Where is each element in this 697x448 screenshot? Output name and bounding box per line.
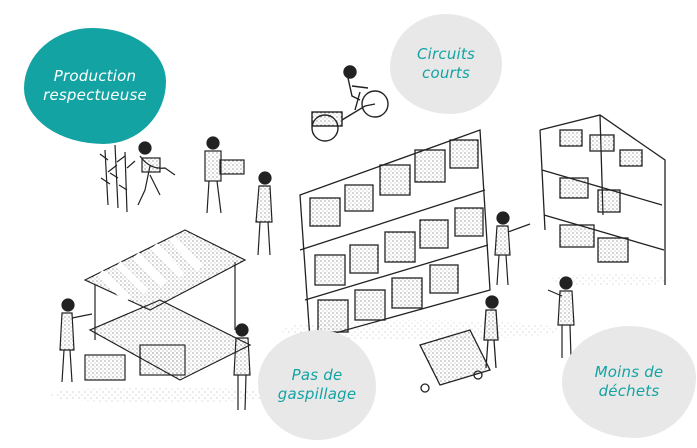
market-stall-icon: [83, 229, 252, 381]
pas-de-gaspillage-badge: Pas de gaspillage: [258, 330, 376, 440]
production-respectueuse-badge: Production respectueuse: [24, 28, 166, 144]
farmer-planting-icon: [99, 141, 176, 213]
worker-with-crate-icon: [204, 136, 245, 214]
production-badge-line2: respectueuse: [43, 86, 147, 104]
right-shelf-icon: [539, 114, 666, 285]
dechets-badge-line2: déchets: [598, 382, 660, 400]
gaspillage-badge-line1: Pas de: [291, 366, 343, 385]
circuits-badge-line1: Circuits: [416, 45, 476, 64]
gaspillage-badge-line2: gaspillage: [277, 385, 357, 403]
circuits-badge-line2: courts: [422, 64, 470, 82]
hand-truck-icon: [419, 295, 499, 393]
circuits-courts-badge: Circuits courts: [390, 14, 502, 114]
walking-person-icon: [233, 323, 251, 411]
moins-de-dechets-badge: Moins de déchets: [562, 326, 696, 438]
person-pointing-icon: [494, 211, 531, 286]
production-badge-line1: Production: [53, 67, 137, 86]
customer-person-icon: [547, 276, 575, 359]
vendor-person-icon: [59, 298, 93, 383]
standing-person-icon: [255, 171, 273, 256]
cargo-bike-icon: [311, 65, 389, 142]
dechets-badge-line1: Moins de: [594, 363, 664, 382]
warehouse-shelves-icon: [299, 129, 491, 341]
